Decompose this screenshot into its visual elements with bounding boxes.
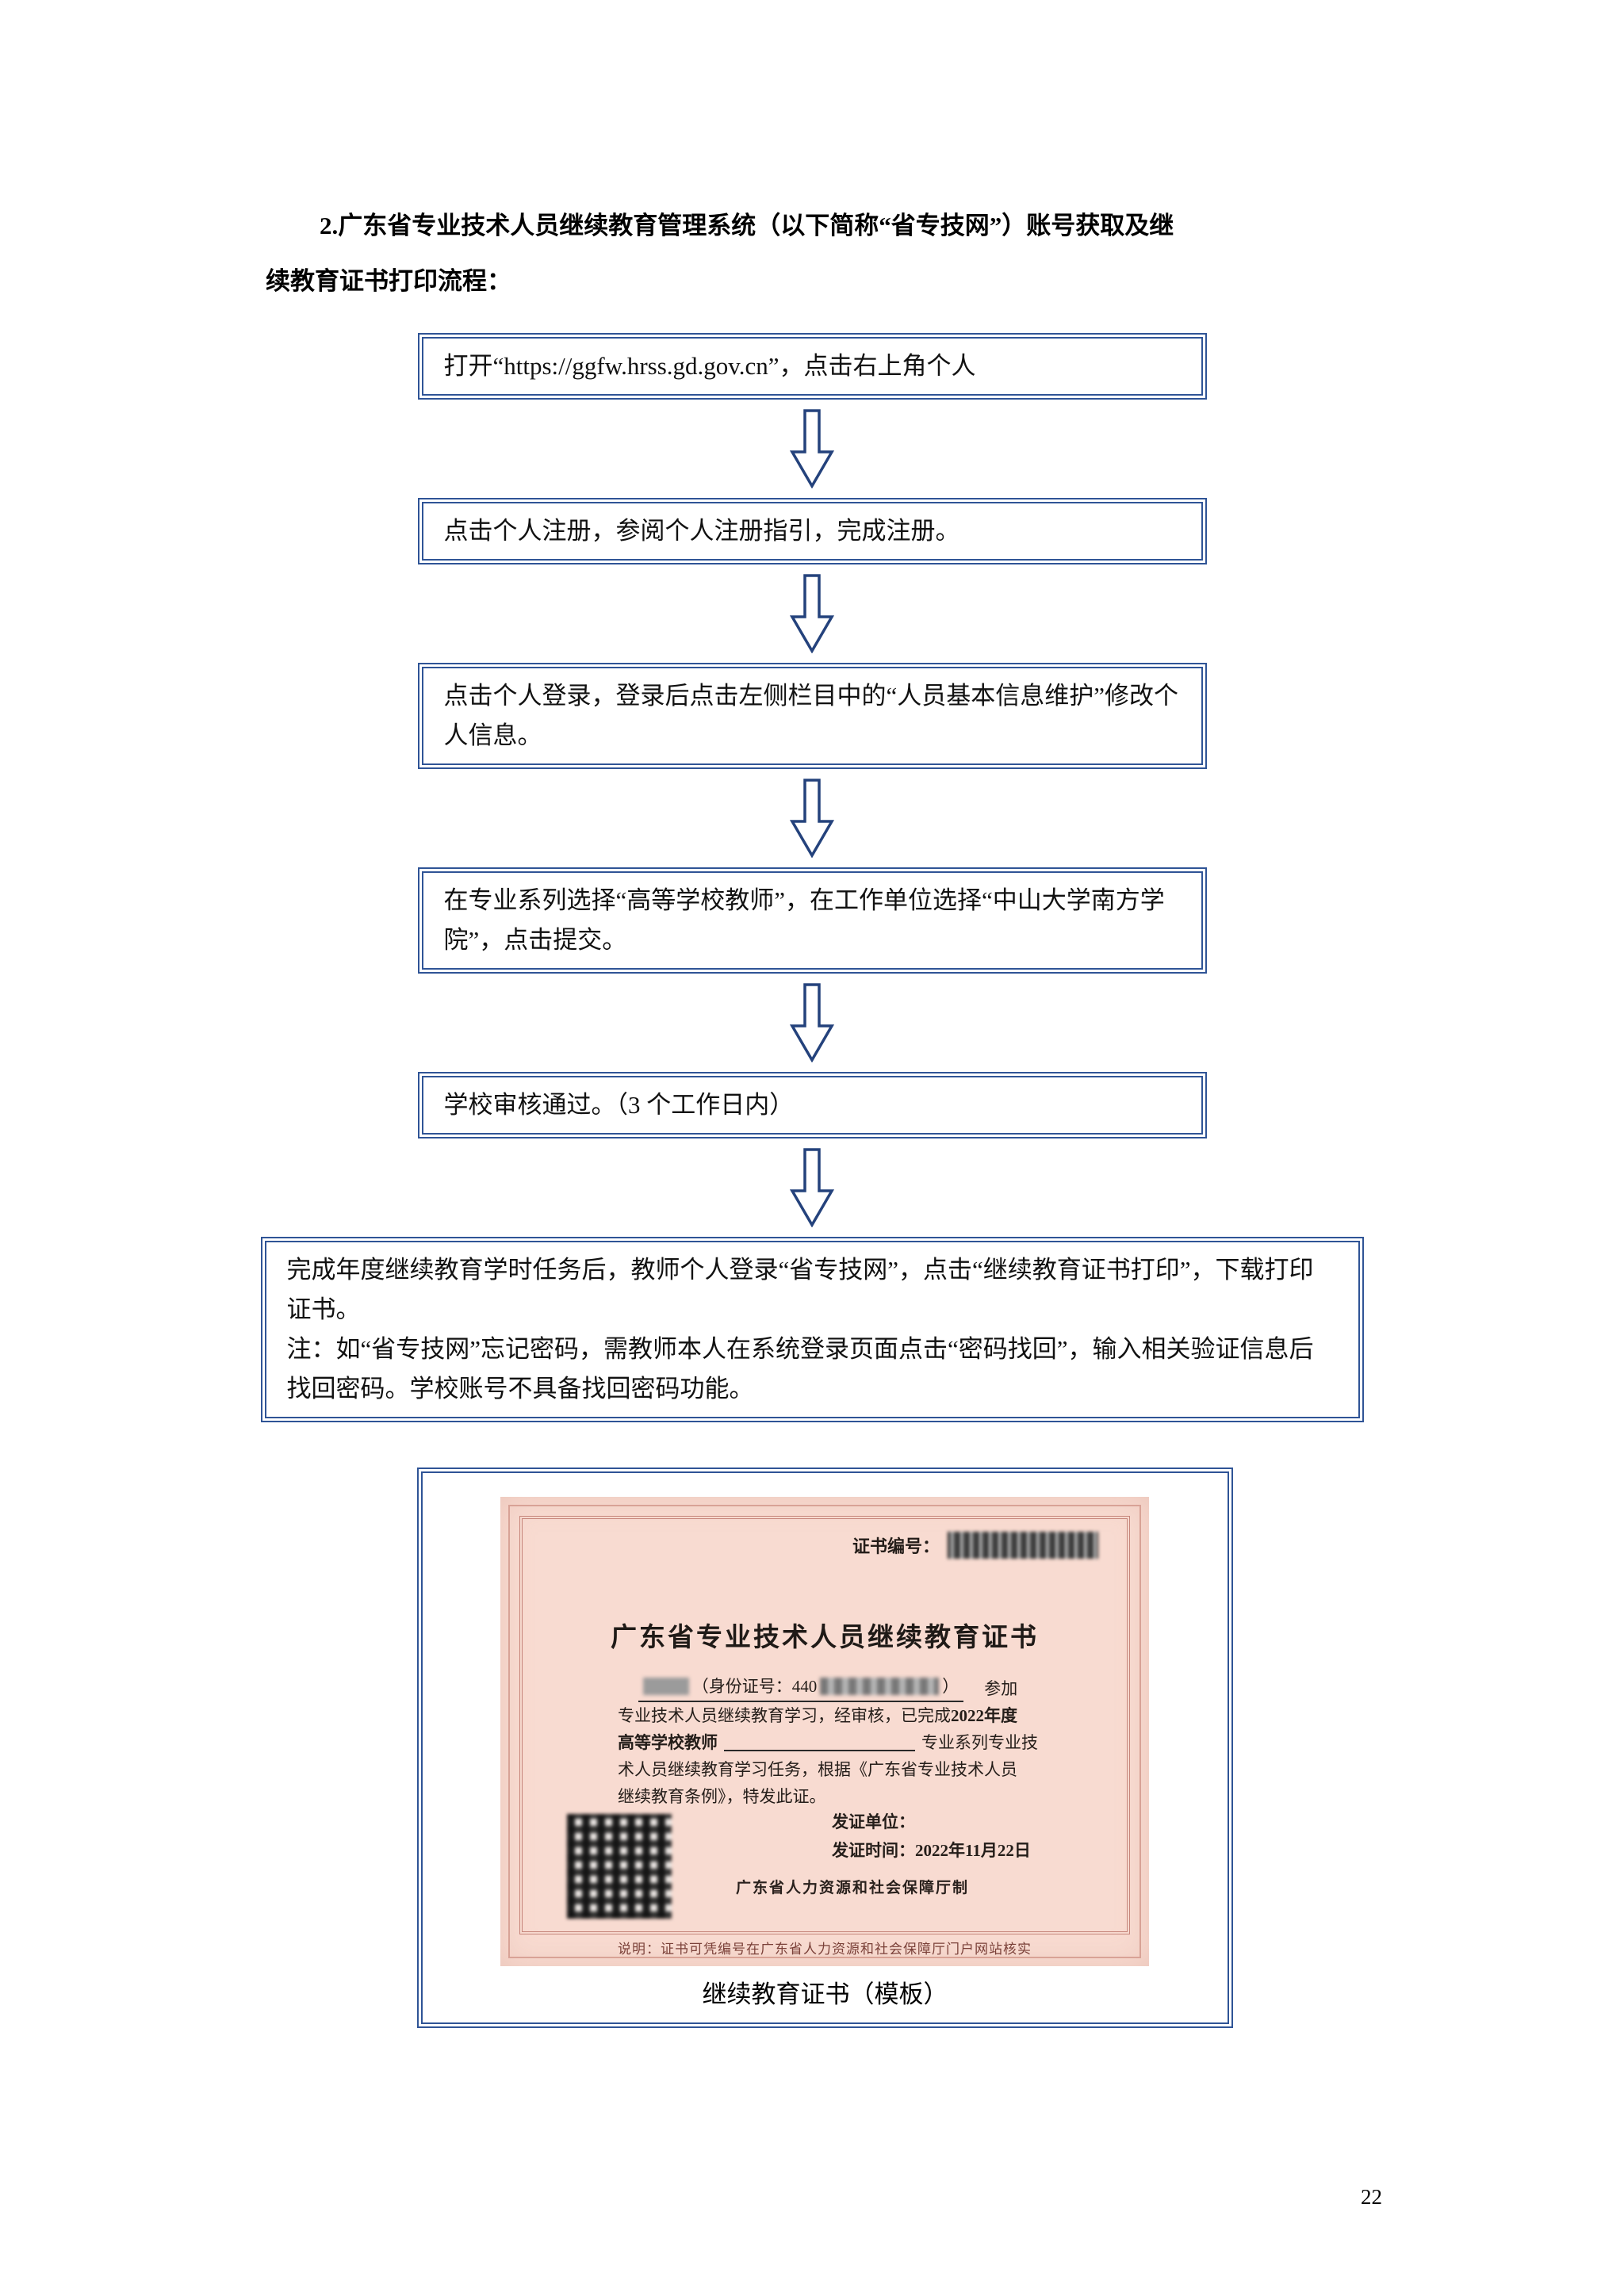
certificate-number-redaction <box>948 1532 1098 1559</box>
flow-step-text: 学校审核通过。（3 个工作日内） <box>443 1091 795 1119</box>
flow-step-text: 点击个人注册，参阅个人注册指引，完成注册。 <box>443 517 960 545</box>
flow-step-box-5: 学校审核通过。（3 个工作日内） <box>417 1072 1207 1138</box>
heading-line1: 2.广东省专业技术人员继续教育管理系统（以下简称“省专技网”）账号获取及继 <box>320 212 1174 239</box>
certificate-text-line: 继续教育条例》，特发此证。 <box>618 1787 826 1806</box>
date-label: 发证时间： <box>832 1841 915 1860</box>
cert-year: 2022年度 <box>951 1706 1017 1725</box>
flow-step-text: 打开“https://ggfw.hrss.gd.gov.cn”，点击右上角个人 <box>443 352 976 380</box>
flow-step-box-1: 打开“https://ggfw.hrss.gd.gov.cn”，点击右上角个人 <box>417 333 1207 400</box>
issuing-authority: 广东省人力资源和社会保障厅制 <box>735 1880 969 1896</box>
certificate-caption: 继续教育证书（模板） <box>702 1980 948 2008</box>
flow-step-box-2: 点击个人注册，参阅个人注册指引，完成注册。 <box>417 498 1207 564</box>
certificate-text-line: 专业技术人员继续教育学习，经审核，已完成2022年度 <box>618 1702 1038 1729</box>
id-prefix: （身份证号：440 <box>691 1677 818 1696</box>
flow-step-box-3: 点击个人登录，登录后点击左侧栏目中的“人员基本信息维护”修改个人信息。 <box>417 663 1207 769</box>
date-value: 2022年11月22日 <box>915 1841 1031 1860</box>
certificate-footnote: 说明：证书可凭编号在广东省人力资源和社会保障厅门户网站核实 <box>618 1942 1032 1957</box>
page-number: 22 <box>1361 2185 1382 2209</box>
id-redaction <box>820 1678 940 1695</box>
certificate-inner-frame <box>519 1516 1130 1934</box>
flow-step-box-6: 完成年度继续教育学时任务后，教师个人登录“省专技网”，点击“继续教育证书打印”，… <box>260 1237 1364 1422</box>
flow-step-text: 在专业系列选择“高等学校教师”，在工作单位选择“中山大学南方学院”，点击提交。 <box>443 886 1165 954</box>
certificate-issue-block: 发证单位： 发证时间：2022年11月22日 <box>832 1808 1031 1865</box>
flowchart: 打开“https://ggfw.hrss.gd.gov.cn”，点击右上角个人 … <box>0 333 1624 1422</box>
certificate-text-line: 术人员继续教育学习任务，根据《广东省专业技术人员 <box>618 1760 1017 1779</box>
issuer-label: 发证单位： <box>832 1812 915 1831</box>
certificate-outer-frame <box>508 1505 1141 1958</box>
cert-text: 专业系列专业技 <box>921 1733 1038 1752</box>
down-arrow-icon <box>789 574 835 653</box>
certificate-panel: 证书编号： 广东省专业技术人员继续教育证书 （身份证号：440 ） 参加 专业技… <box>417 1468 1233 2028</box>
down-arrow-icon <box>789 409 835 488</box>
flow-step-text: 点击个人登录，登录后点击左侧栏目中的“人员基本信息维护”修改个人信息。 <box>443 682 1179 749</box>
certificate-title: 广东省专业技术人员继续教育证书 <box>611 1624 1039 1652</box>
holder-id-group: （身份证号：440 ） <box>638 1673 964 1702</box>
blank-underline <box>724 1750 915 1751</box>
cert-text: 专业技术人员继续教育学习，经审核，已完成 <box>618 1706 951 1725</box>
flow-step-text: 完成年度继续教育学时任务后，教师个人登录“省专技网”，点击“继续教育证书打印”，… <box>286 1256 1314 1323</box>
flow-step-note: 注：如“省专技网”忘记密码，需教师本人在系统登录页面点击“密码找回”，输入相关验… <box>286 1335 1314 1402</box>
certificate-major-line: 高等学校教师 专业系列专业技 <box>618 1729 1038 1756</box>
flow-step-box-4: 在专业系列选择“高等学校教师”，在工作单位选择“中山大学南方学院”，点击提交。 <box>417 867 1207 974</box>
section-heading: 2.广东省专业技术人员继续教育管理系统（以下简称“省专技网”）账号获取及继 续教… <box>266 198 1392 309</box>
certificate-body: （身份证号：440 ） 参加 专业技术人员继续教育学习，经审核，已完成2022年… <box>618 1673 1038 1810</box>
down-arrow-icon <box>789 983 835 1062</box>
id-suffix: ） <box>942 1677 959 1696</box>
certificate-number-label: 证书编号： <box>852 1536 940 1556</box>
certificate: 证书编号： 广东省专业技术人员继续教育证书 （身份证号：440 ） 参加 专业技… <box>500 1497 1149 1966</box>
issue-date-row: 发证时间：2022年11月22日 <box>832 1836 1031 1865</box>
down-arrow-icon <box>789 779 835 858</box>
name-redaction <box>642 1678 689 1695</box>
certificate-number-row: 证书编号： <box>852 1532 1098 1559</box>
down-arrow-icon <box>789 1148 835 1227</box>
certificate-holder-line: （身份证号：440 ） 参加 <box>618 1673 1038 1702</box>
qr-code <box>567 1814 672 1919</box>
major-name: 高等学校教师 <box>618 1733 718 1752</box>
join-word: 参加 <box>984 1679 1018 1698</box>
heading-line2: 续教育证书打印流程： <box>266 267 511 295</box>
